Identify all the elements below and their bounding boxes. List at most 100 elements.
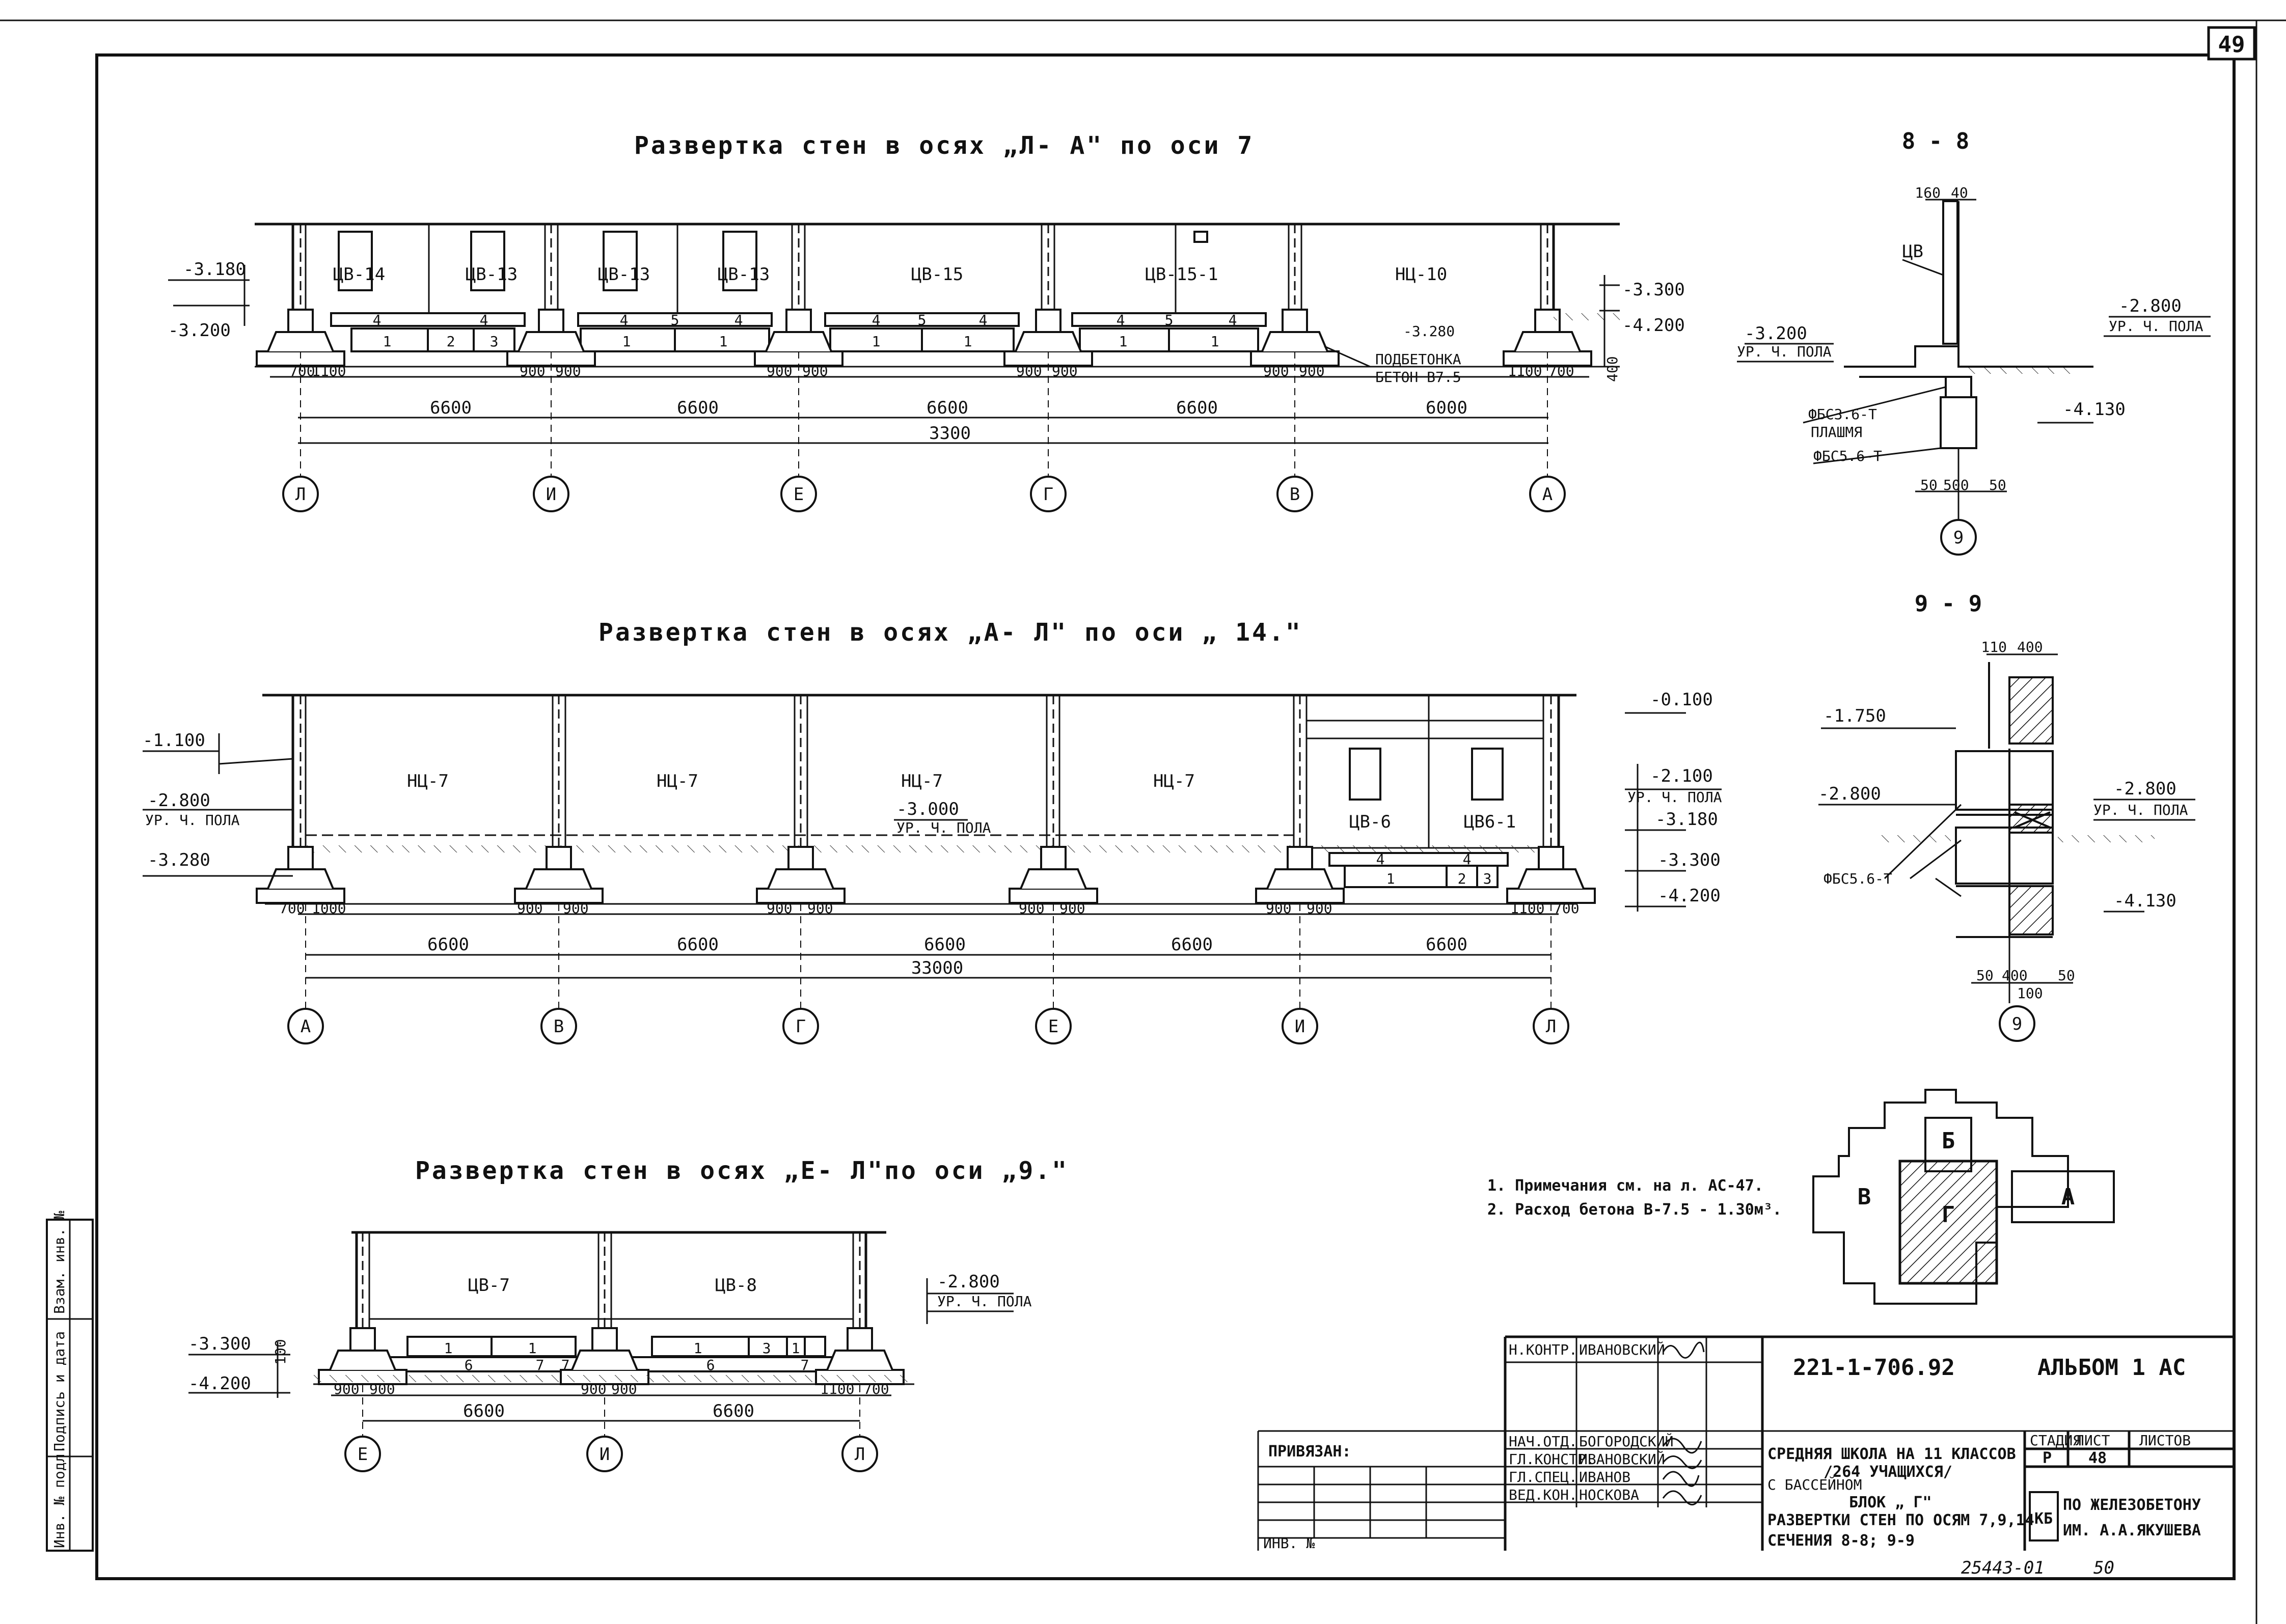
sheet-frame: 49 [0,19,2286,1624]
d1-panel-1: ЦВ-14 [333,264,385,285]
tb-name-4: ИВАНОВ [1579,1469,1630,1485]
tb-stage-h: СТАДИЯ [2030,1432,2081,1449]
wall-development-axis-14: Развертка стен в осях „А- Л" по оси „ 14… [143,618,1722,1044]
d1-mark-8: 4 [979,312,988,328]
d1-sd-5: 900 [767,363,793,379]
d2-sd-4: 900 [563,900,589,917]
d2-span-3: 6600 [924,934,966,955]
tb-role-3: ГЛ.КОНСТР. [1509,1451,1595,1468]
footer-page: 50 [2093,1558,2114,1578]
tb-org-2: ИМ. А.А.ЯКУШЕВА [2063,1522,2201,1539]
d2-level-r1: -0.100 [1650,690,1713,710]
d1-panel-6: ЦВ-15-1 [1145,264,1218,285]
footer-code: 25443-01 [1961,1558,2045,1578]
d1-block-5: 1 [719,333,728,350]
d1-sd-11: 1100 [1508,363,1542,379]
d2-level-mid: -3.000 [896,799,959,819]
note-2: 2. Расход бетона В-7.5 - 1.30м³. [1487,1201,1782,1219]
d3-axis-3: Л [855,1444,865,1465]
d2-total: 33000 [911,958,963,978]
d3-sd-1: 900 [334,1381,360,1397]
d1-sd-9: 900 [1263,363,1289,379]
d2-level-1: -1.100 [143,730,205,751]
notes: 1. Примечания см. на л. АС-47. 2. Расход… [1487,1177,1782,1219]
d1-block-2: 2 [447,333,455,350]
tb-name-2: БОГОРОДСКИЙ [1579,1433,1673,1450]
d1-dim-400: 400 [1604,356,1621,382]
s88-lvl-1: -2.800 [2119,296,2182,316]
d1-sd-10: 900 [1299,363,1325,379]
d1-axis-2: И [546,484,556,505]
side-stamp: Инв. № подл. Подпись и дата Взам. инв. № [46,1211,94,1552]
d3-block-5: 1 [792,1340,800,1357]
d3-mark-2: 7 [536,1357,545,1373]
d2-axis-1: А [301,1016,311,1037]
d2-axis-3: Г [796,1016,806,1037]
drawing3-title: Развертка стен в осях „Е- Л"по оси „9." [415,1157,1069,1185]
d2-sd-1: 700 [279,900,305,917]
d1-panel-3: ЦВ-13 [598,264,650,285]
wall-development-axis-7: Развертка стен в осях „Л- А" по оси 7 ЦВ… [168,131,1685,512]
section-9-9: 9 - 9 110 400 -1.750 -2.800 -2.800 УР. Ч… [1818,591,2195,1042]
d1-level-5: -3.280 [1403,323,1455,340]
d2-level-r5: -3.300 [1658,850,1721,870]
d2-level-r4: -3.180 [1655,809,1718,830]
d2-level-mid-sub: УР. Ч. ПОЛА [896,819,991,836]
s99-title: 9 - 9 [1915,591,1982,617]
d1-level-3: -3.300 [1622,280,1685,300]
d3-span-2: 6600 [713,1401,754,1421]
d2-sd-9: 900 [1266,900,1292,917]
d1-axis-3: Е [794,484,804,505]
d2-sd-10: 900 [1307,900,1332,917]
d1-panel-5: ЦВ-15 [911,264,963,285]
tb-desc-1: РАЗВЕРТКИ СТЕН ПО ОСЯМ 7,9,14 [1767,1511,2034,1529]
d3-mark-4: 6 [706,1357,715,1373]
section-8-8: 8 - 8 160 40 ЦВ -2.800 УР. Ч. ПОЛА -3.20… [1737,128,2211,556]
drawing2-title: Развертка стен в осях „А- Л" по оси „ 14… [598,618,1302,647]
d1-axis-4: Г [1043,484,1053,505]
d1-mark-3: 4 [620,312,629,328]
d3-panel-1: ЦВ-7 [468,1275,510,1296]
d3-level-1: -3.300 [188,1334,251,1354]
s88-lvl-4: УР. Ч. ПОЛА [1737,343,1832,360]
s99-label: ФБС5.6-Т [1824,870,1892,887]
d1-sd-7: 900 [1016,363,1042,379]
d2-sd-7: 900 [1019,900,1045,917]
s99-lvl-1: -1.750 [1824,706,1886,726]
d1-block-9: 1 [1211,333,1219,350]
d2-sd-8: 900 [1059,900,1085,917]
d1-block-6: 1 [872,333,881,350]
d2-sd-2: 1000 [312,900,346,917]
d1-panel-4: ЦВ-13 [718,264,770,285]
title-block: ПРИВЯЗАН: ИНВ. № Н.КОНТР. ИВАНОВСКИЙ НАЧ… [1257,1335,2234,1552]
d2-mark-2: 4 [1463,851,1472,868]
d2-mark-1: 4 [1376,851,1385,868]
tb-name-1: ИВАНОВСКИЙ [1579,1341,1665,1358]
d3-sd-2: 900 [369,1381,395,1397]
d3-span-1: 6600 [463,1401,505,1421]
s88-lvl-2: УР. Ч. ПОЛА [2109,318,2203,335]
d1-level-2: -3.200 [168,320,231,341]
tb-sheet-h: ЛИСТ [2076,1432,2110,1449]
d3-level-2: -4.200 [188,1373,251,1394]
tb-stage: Р [2043,1449,2052,1467]
d2-panel-5: ЦВ-6 [1349,812,1391,832]
s88-lbl-2: ПЛАШМЯ [1811,424,1862,441]
s88-dim-2: 40 [1951,184,1968,201]
drawing1-title: Развертка стен в осях „Л- А" по оси 7 [634,131,1254,160]
d1-mark-9: 4 [1117,312,1125,328]
d1-total: 3300 [929,423,971,444]
d1-note: ПОДБЕТОНКА [1375,351,1461,368]
d2-span-1: 6600 [427,934,469,955]
tb-project-2: /264 УЧАЩИХСЯ/ [1824,1463,1952,1481]
key-plan: Б В Г А [1812,1089,2115,1305]
d3-axis-2: И [600,1444,610,1465]
d3-mark-1: 6 [465,1357,473,1373]
d3-sd-6: 700 [863,1381,889,1397]
tb-project-1: СРЕДНЯЯ ШКОЛА НА 11 КЛАССОВ [1767,1445,2016,1463]
d3-axis-1: Е [358,1444,368,1465]
s88-title: 8 - 8 [1902,128,1969,154]
d1-span-1: 6600 [430,398,472,418]
d1-axis-5: В [1290,484,1300,505]
